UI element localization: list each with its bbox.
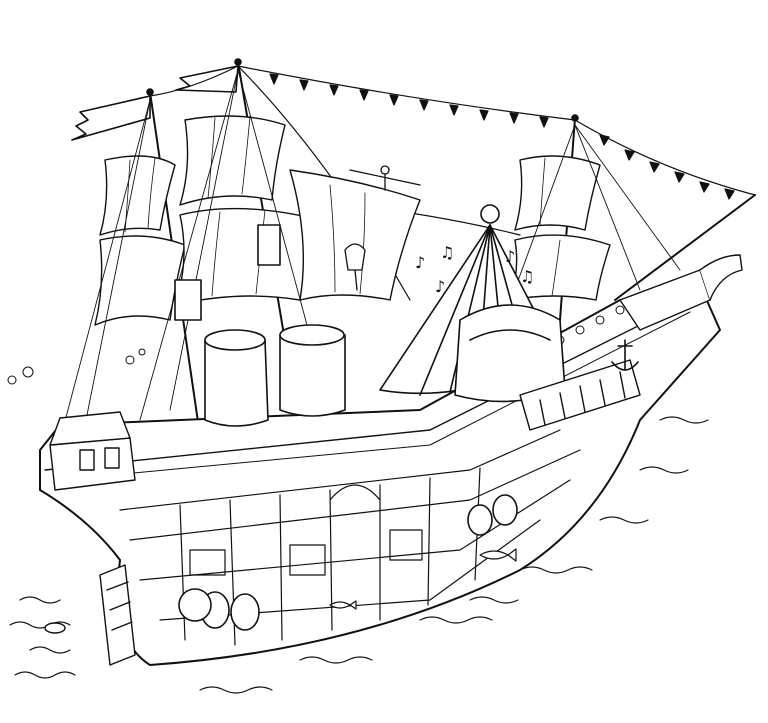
svg-text:♪: ♪ xyxy=(415,253,425,272)
anchor-icon xyxy=(612,340,638,370)
mizzen-sail xyxy=(515,156,600,230)
svg-text:♪: ♪ xyxy=(505,247,515,266)
sun-emblem xyxy=(481,205,499,223)
deck-towers xyxy=(175,225,345,426)
cutaway-interior xyxy=(120,430,580,645)
acrobat-figure xyxy=(350,166,420,190)
music-notes: ♪ ♫ ♪ ♫ ♪ xyxy=(415,243,534,296)
fish-icon xyxy=(480,549,516,561)
barrels xyxy=(179,495,517,630)
big-sail xyxy=(290,170,420,300)
cabin-room xyxy=(290,545,325,575)
barrel-icon xyxy=(468,505,492,535)
rigging xyxy=(60,70,680,450)
barrel-icon xyxy=(493,495,517,525)
svg-text:♫: ♫ xyxy=(520,267,534,286)
fore-sail-mid xyxy=(95,236,185,325)
pennant-flags xyxy=(72,59,578,140)
smoke-puffs xyxy=(8,349,145,384)
bow xyxy=(520,255,742,430)
fish xyxy=(330,549,516,609)
circus-tent xyxy=(380,205,565,401)
cabin-room xyxy=(190,550,225,575)
bowsprit xyxy=(615,195,755,300)
lantern xyxy=(345,244,365,290)
stern-cabin xyxy=(50,412,135,490)
svg-text:♪: ♪ xyxy=(435,277,445,296)
pennant-flag-icon xyxy=(72,96,150,140)
bunting xyxy=(150,66,755,300)
life-ring xyxy=(45,623,65,633)
svg-text:♫: ♫ xyxy=(440,243,454,262)
main-sail-top xyxy=(180,116,285,205)
stern-door xyxy=(45,565,135,665)
wheel xyxy=(179,589,211,621)
sails xyxy=(95,116,610,325)
fore-sail-top xyxy=(100,156,175,235)
cabin-room xyxy=(390,530,422,560)
fish-icon xyxy=(330,601,356,609)
barrel-icon xyxy=(231,594,259,630)
lantern-icon xyxy=(345,244,365,270)
water-waves xyxy=(10,417,708,693)
